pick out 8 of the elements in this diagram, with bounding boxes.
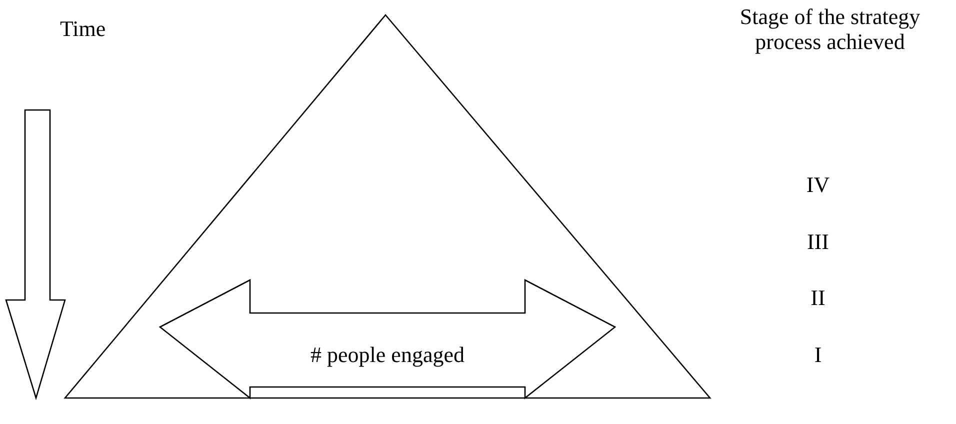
column-heading: Stage of the strategy process achieved [738,4,922,55]
axis-label: Time [60,16,107,42]
stage-numeral: IV [805,172,831,198]
arrow-label: # people engaged [310,342,466,368]
stage-numeral: I [813,342,823,368]
stage-numeral: III [806,229,830,254]
double-arrow [160,280,615,398]
stage-numeral: II [810,285,826,310]
